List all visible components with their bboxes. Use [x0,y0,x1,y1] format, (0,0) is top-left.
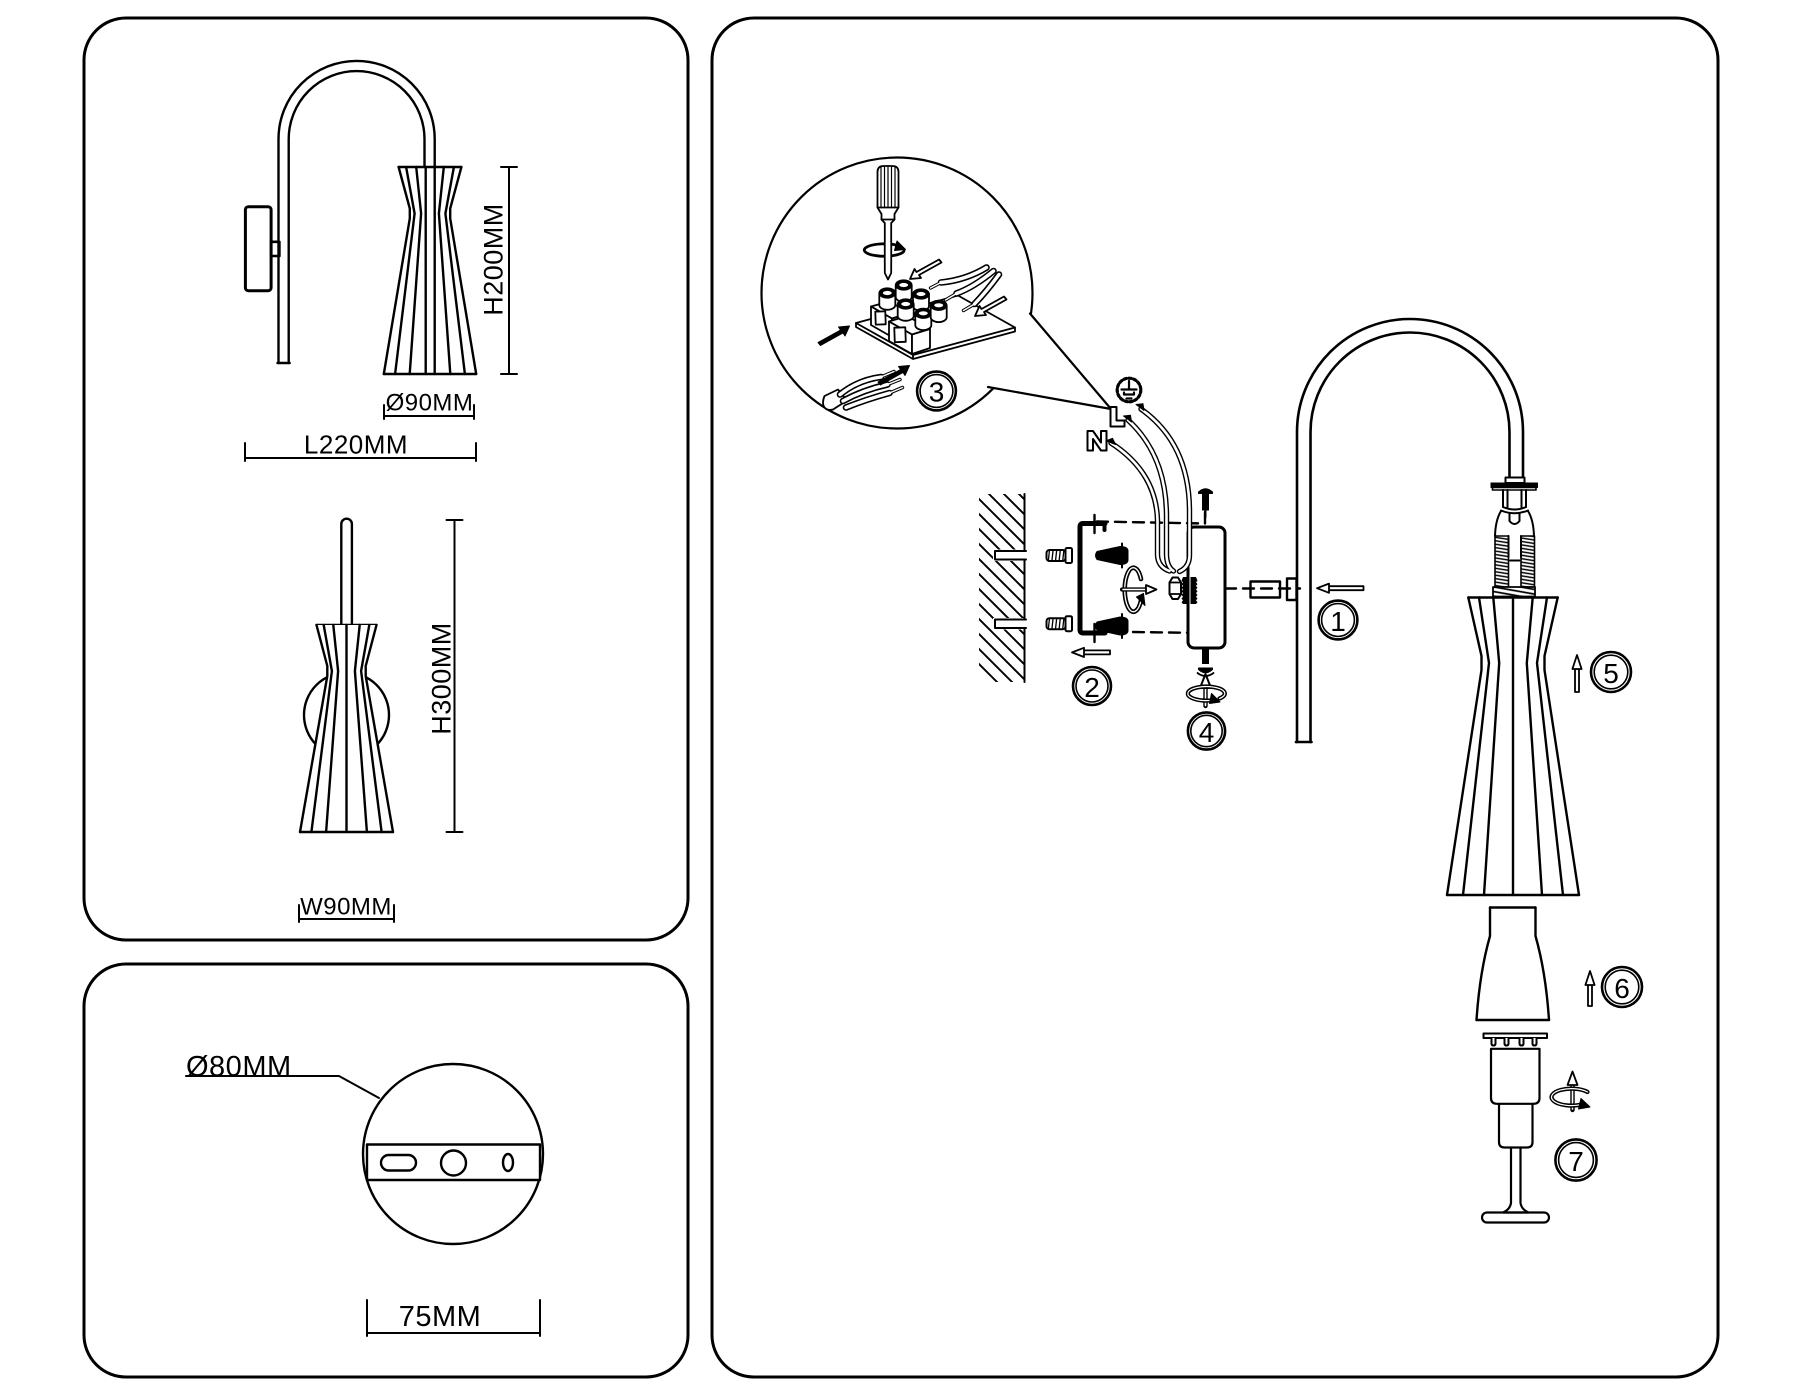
svg-text:7: 7 [1568,1146,1584,1177]
svg-text:1: 1 [1330,606,1346,637]
svg-text:75MM: 75MM [399,1301,482,1333]
svg-text:4: 4 [1199,717,1215,748]
svg-text:H300MM: H300MM [427,622,457,735]
svg-text:5: 5 [1603,658,1619,689]
svg-text:W90MM: W90MM [300,894,392,921]
svg-text:H200MM: H200MM [479,203,509,316]
svg-text:3: 3 [929,377,945,408]
svg-text:L220MM: L220MM [304,430,408,460]
svg-text:6: 6 [1614,973,1630,1004]
svg-text:2: 2 [1084,672,1100,703]
svg-text:Ø80MM: Ø80MM [186,1051,292,1083]
svg-text:Ø90MM: Ø90MM [386,390,474,417]
